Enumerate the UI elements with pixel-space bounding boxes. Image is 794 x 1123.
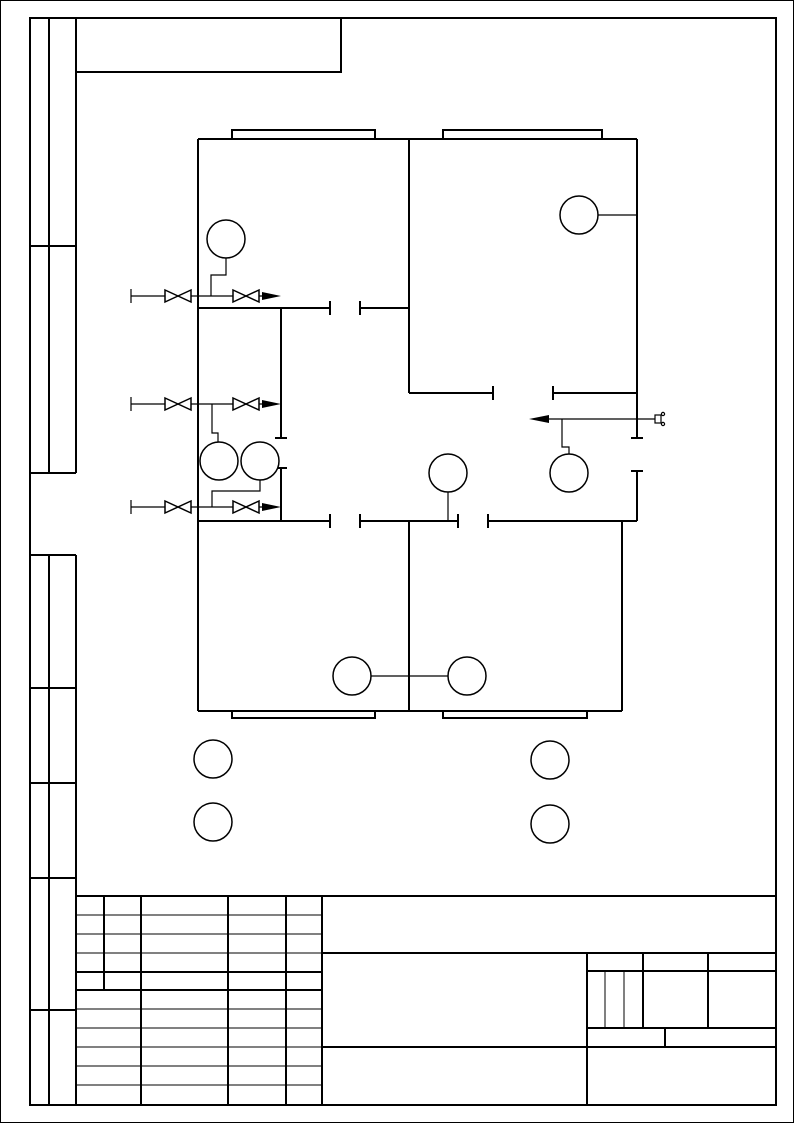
valve-icon <box>232 396 260 412</box>
arrow-icon <box>262 400 281 408</box>
equipment-circle <box>559 195 599 235</box>
valve-icon <box>164 288 192 304</box>
equipment-circle <box>530 740 570 780</box>
arrow-icon <box>262 503 281 511</box>
equipment-circle <box>199 441 239 481</box>
valve-icon <box>164 499 192 515</box>
valve-icon <box>164 396 192 412</box>
equipment-circle <box>447 656 487 696</box>
equipment-circle <box>428 453 468 493</box>
equipment-circle <box>193 739 233 779</box>
equipment-circle <box>206 219 246 259</box>
title-block <box>76 895 776 1105</box>
connector-icon <box>654 411 666 427</box>
valve-icon <box>232 499 260 515</box>
equipment-circle <box>549 453 589 493</box>
equipment <box>193 195 599 844</box>
equipment-circle <box>240 441 280 481</box>
equipment-circle <box>332 656 372 696</box>
valves <box>164 288 260 515</box>
arrow-icon <box>262 292 281 300</box>
valve-icon <box>232 288 260 304</box>
floor-plan-walls <box>197 129 643 719</box>
arrow-icon <box>529 415 549 423</box>
equipment-circle <box>193 802 233 842</box>
equipment-circle <box>530 804 570 844</box>
flow-arrows <box>262 292 549 511</box>
